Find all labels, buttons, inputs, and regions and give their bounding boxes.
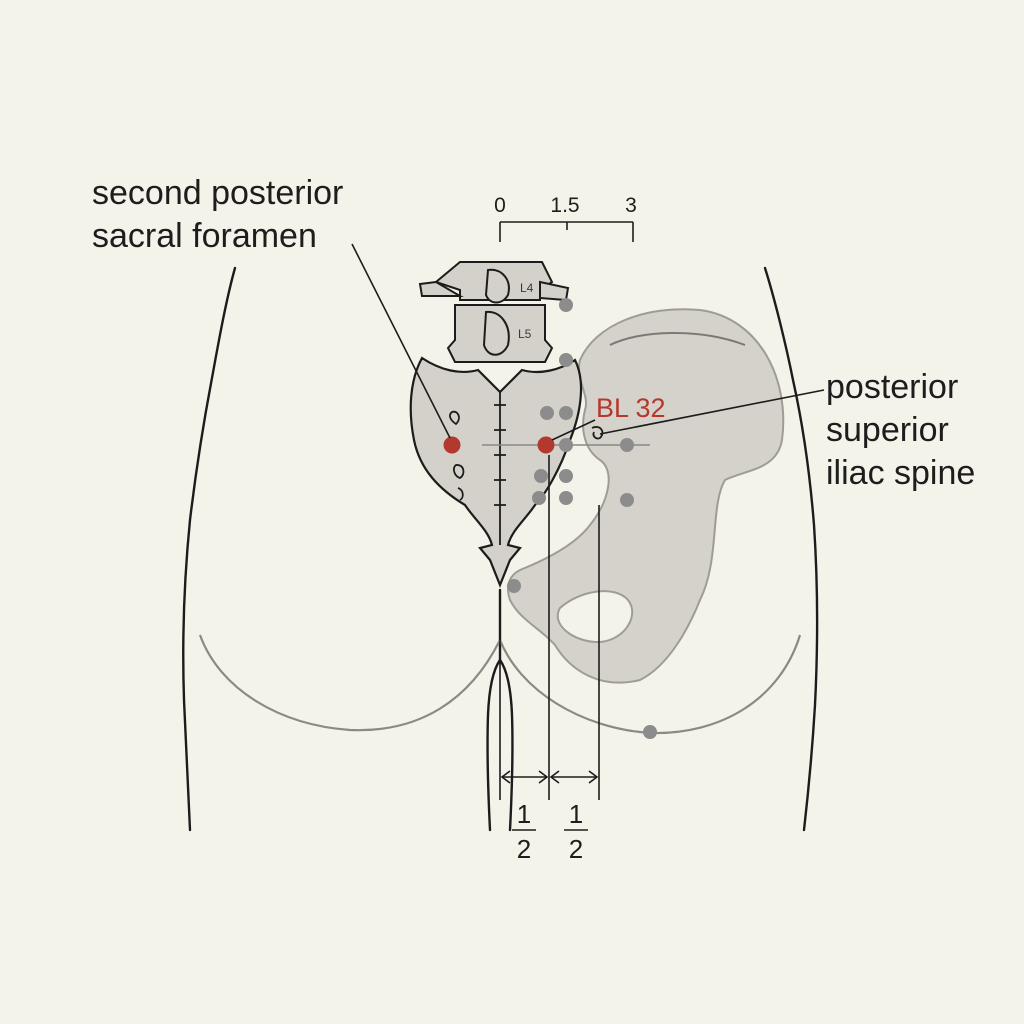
gluteal-cleft-line [486,588,502,832]
measurement-arrows [500,770,599,784]
left-sacral-foramina-outlines [449,410,465,501]
vertebra-label-l4: L4 [520,281,534,295]
left-flank-line [182,266,237,832]
obturator-foramen [556,590,634,644]
scale-bar [499,221,634,242]
fraction-left: 1 2 [512,799,536,864]
label-bl32: BL 32 [596,393,666,423]
leader-line-psis [599,389,825,435]
acupoint-gray [507,579,521,593]
leader-line-bl32 [551,419,596,441]
leader-line-second-foramen [351,243,451,439]
lumbar-vertebrae [418,261,570,363]
spinous-process-l5 [482,310,510,356]
label-psis-line3: iliac spine [826,454,975,492]
transverse-process-right-l4 [539,280,570,302]
label-second-foramen-line1: second posterior [92,174,343,212]
body-outline [182,266,819,832]
vertebra-label-l5: L5 [518,327,532,341]
acupoint-gray [559,438,573,452]
acupoint-gray [534,469,548,483]
fraction-left-numerator: 1 [517,799,531,829]
psis-marker [591,426,604,440]
acupoint-gray [643,725,657,739]
fraction-right: 1 2 [564,799,588,864]
scale-tick-1-5: 1.5 [550,194,579,217]
acupoint-gray [559,491,573,505]
gray-acupoints [507,298,657,739]
measurement-verticals [499,455,600,800]
ilium-crest-curve [609,332,746,346]
ilium-bone [507,308,785,684]
acupoint-gray [620,438,634,452]
label-second-foramen-line2: sacral foramen [92,217,317,255]
acupoint-gray [532,491,546,505]
gluteal-cleft-line-right [498,658,514,832]
leader-lines [351,243,825,441]
label-psis-line2: superior [826,411,949,449]
scale-tick-3: 3 [625,194,637,217]
transverse-process-left-l4 [418,280,464,297]
acupoint-gray [620,493,634,507]
acupoint-second-foramen [443,436,461,454]
left-gluteal-fold [198,634,501,732]
label-psis-line1: posterior [826,368,958,406]
scale-tick-0: 0 [494,194,506,217]
sacral-median-crest [494,392,506,545]
acupoint-gray [559,469,573,483]
spinous-process-l4 [484,268,510,304]
acupoint-gray [559,406,573,420]
fraction-right-denominator: 2 [569,834,583,864]
sacrum [409,356,583,588]
fraction-left-denominator: 2 [517,834,531,864]
acupoint-bl32 [537,436,555,454]
acupoint-gray [540,406,554,420]
right-flank-line [763,266,819,832]
acupoint-gray [559,353,573,367]
acupoint-gray [559,298,573,312]
fraction-right-numerator: 1 [569,799,583,829]
